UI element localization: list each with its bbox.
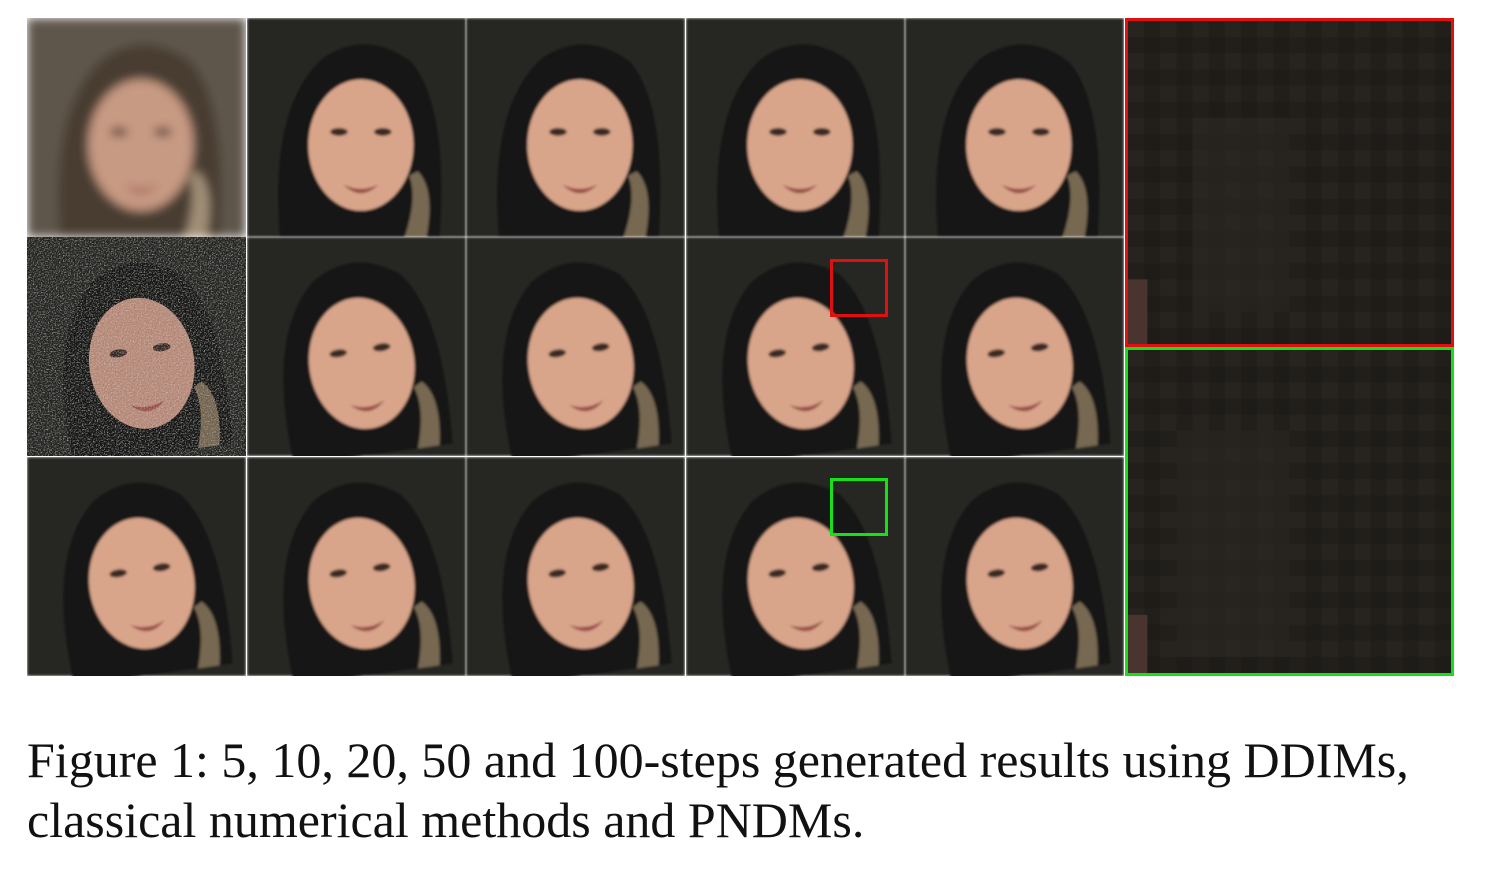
face-image-r3-c3 xyxy=(466,456,686,676)
figure-caption: Figure 1: 5, 10, 20, 50 and 100-steps ge… xyxy=(27,732,1409,848)
face-image-r3-c2 xyxy=(246,456,466,676)
green-zoom-panel xyxy=(1125,347,1454,676)
face-image-r3-c4 xyxy=(685,456,905,676)
red-inset-marker xyxy=(830,259,888,317)
face-image-r2-c2 xyxy=(246,237,466,457)
face-image-r1-c5 xyxy=(905,18,1125,237)
red-zoom-image xyxy=(1128,21,1451,344)
red-zoom-panel xyxy=(1125,18,1454,347)
green-zoom-image xyxy=(1128,350,1451,673)
green-inset-marker xyxy=(830,478,888,536)
face-image-r3-c5 xyxy=(905,456,1125,676)
face-image-r1-c1 xyxy=(27,18,246,237)
face-image-r2-c3 xyxy=(466,237,686,457)
face-image-r3-c1 xyxy=(27,456,246,676)
face-image-r1-c2 xyxy=(246,18,466,237)
face-image-r2-c1 xyxy=(27,237,246,457)
face-image-r2-c5 xyxy=(905,237,1125,457)
face-image-r1-c3 xyxy=(466,18,686,237)
face-image-r1-c4 xyxy=(685,18,905,237)
face-image-r2-c4 xyxy=(685,237,905,457)
image-grid xyxy=(27,18,1125,676)
